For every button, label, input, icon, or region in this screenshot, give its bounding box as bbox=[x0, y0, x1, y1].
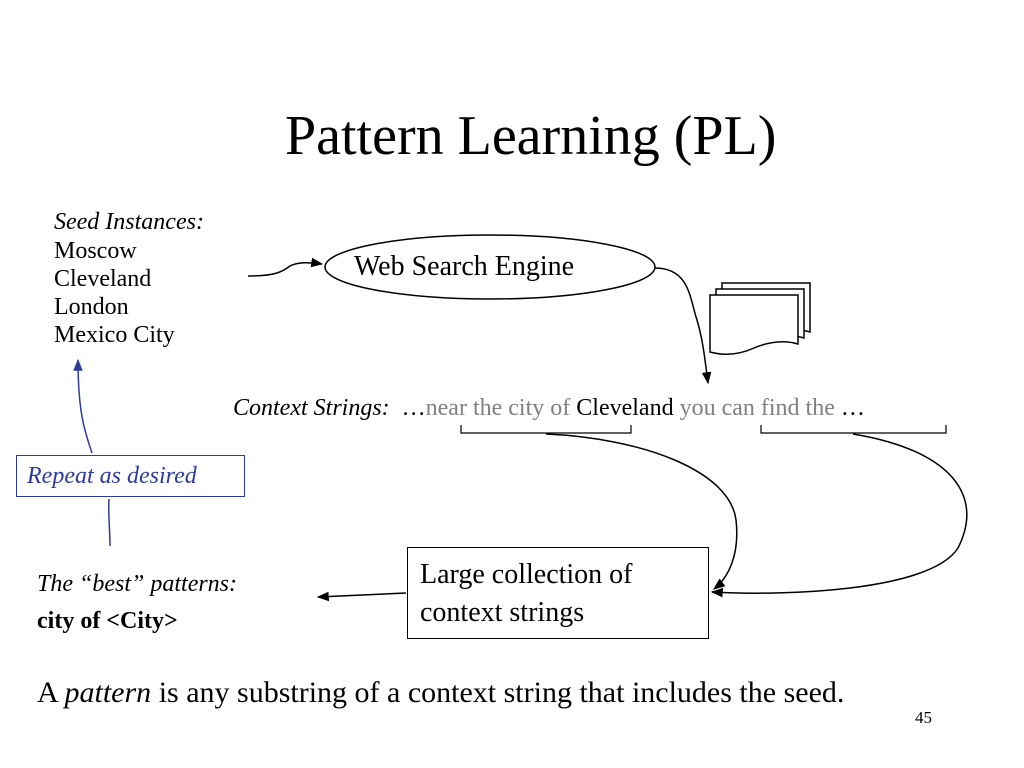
collection-line: context strings bbox=[420, 597, 585, 628]
pattern-definition: A pattern is any substring of a context … bbox=[37, 673, 844, 713]
seed-item: Moscow bbox=[54, 238, 137, 264]
collection-line: Large collection of bbox=[420, 559, 633, 590]
definition-prefix: A bbox=[37, 676, 65, 709]
left-context-bracket bbox=[460, 425, 632, 434]
arrow-collection-to-patterns bbox=[316, 591, 407, 602]
repeat-as-desired-box: Repeat as desired bbox=[16, 455, 245, 497]
right-context-text: you can find the bbox=[679, 395, 835, 421]
stacked-documents-icon bbox=[709, 282, 811, 355]
seed-word: Cleveland bbox=[576, 395, 674, 421]
arrow-seeds-to-engine bbox=[247, 257, 324, 277]
search-engine-label: Web Search Engine bbox=[354, 251, 575, 282]
definition-emphasis: pattern bbox=[64, 676, 152, 709]
arrow-engine-to-context bbox=[654, 267, 712, 385]
slide-title: Pattern Learning (PL) bbox=[285, 105, 777, 167]
right-context-bracket bbox=[760, 425, 947, 434]
arrow-repeat-to-seeds bbox=[73, 358, 93, 454]
definition-suffix: is any substring of a context string tha… bbox=[151, 676, 845, 709]
seed-instances-list: Moscow Cleveland London Mexico City bbox=[54, 237, 175, 349]
seed-instances-heading: Seed Instances: bbox=[54, 209, 204, 235]
context-strings-line: Context Strings: …near the city of Cleve… bbox=[233, 393, 865, 423]
left-context-text: near the city of bbox=[425, 395, 571, 421]
trailing-ellipsis: … bbox=[840, 395, 865, 421]
search-engine-ellipse bbox=[324, 234, 656, 300]
best-pattern-example: city of <City> bbox=[37, 608, 178, 634]
context-strings-label: Context Strings: bbox=[233, 395, 390, 421]
seed-item: Mexico City bbox=[54, 322, 175, 348]
best-patterns-heading: The “best” patterns: bbox=[37, 571, 238, 597]
seed-item: Cleveland bbox=[54, 266, 152, 292]
line-patterns-to-repeat bbox=[107, 498, 111, 547]
leading-ellipsis: … bbox=[401, 395, 426, 421]
seed-item: London bbox=[54, 294, 129, 320]
arrow-right-context-to-collection bbox=[710, 433, 968, 598]
slide-number: 45 bbox=[915, 708, 932, 727]
context-collection-box: Large collection of context strings bbox=[407, 547, 709, 639]
arrow-left-context-to-collection bbox=[545, 433, 738, 590]
